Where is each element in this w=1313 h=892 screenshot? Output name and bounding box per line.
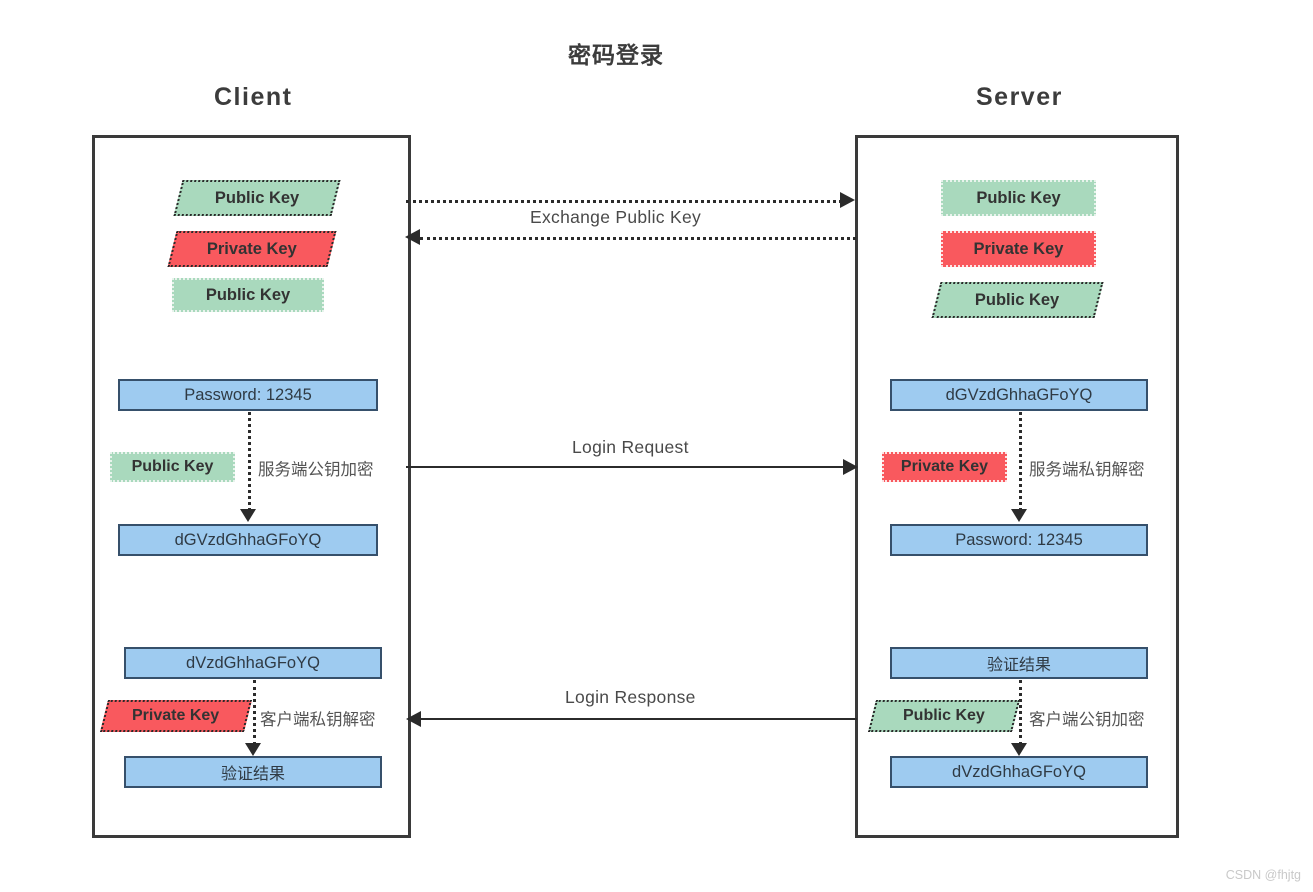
column-title-client: Client xyxy=(214,83,293,111)
server-step2-operation-label: 客户端公钥加密 xyxy=(1029,711,1145,729)
exchange-flow-label: Exchange Public Key xyxy=(530,207,702,227)
watermark: CSDN @fhjtg xyxy=(1225,868,1301,882)
server-key-public-2: Public Key xyxy=(931,282,1104,318)
server-step1-output-box: Password: 12345 xyxy=(890,524,1148,556)
login-request-label: Login Request xyxy=(572,437,689,457)
client-step2-input-box: dVzdGhhaGFoYQ xyxy=(124,647,382,679)
client-key-public-2-label: Public Key xyxy=(205,285,291,304)
server-key-private-1-label: Private Key xyxy=(973,239,1064,258)
client-step2-key-label: Private Key xyxy=(132,707,220,724)
server-key-public-1: Public Key xyxy=(941,180,1096,216)
server-step1-operation-label: 服务端私钥解密 xyxy=(1029,461,1145,479)
login-request-line xyxy=(406,466,846,468)
server-step2-connector xyxy=(1019,680,1022,745)
client-key-public-1-label: Public Key xyxy=(214,188,300,207)
page-title: 密码登录 xyxy=(568,42,664,68)
client-step1-connector xyxy=(248,412,251,511)
server-step1-key-label: Private Key xyxy=(900,458,989,475)
server-key-public-2-label: Public Key xyxy=(975,290,1060,309)
client-key-private-1-label: Private Key xyxy=(207,239,297,258)
server-key-public-1-label: Public Key xyxy=(976,188,1061,207)
client-step2-arrowhead xyxy=(245,743,261,756)
server-step2-key-label: Public Key xyxy=(903,707,985,724)
server-step2-input-box: 验证结果 xyxy=(890,647,1148,679)
login-response-label: Login Response xyxy=(565,687,696,707)
server-step1-arrowhead xyxy=(1011,509,1027,522)
client-step1-input-box: Password: 12345 xyxy=(118,379,378,411)
client-step1-operation-label: 服务端公钥加密 xyxy=(258,461,374,479)
server-step1-key-chip: Private Key xyxy=(882,452,1007,482)
server-step2-arrowhead xyxy=(1011,743,1027,756)
client-step1-output-box: dGVzdGhhaGFoYQ xyxy=(118,524,378,556)
client-step1-arrowhead xyxy=(240,509,256,522)
exchange-arrow-left-head xyxy=(405,229,420,245)
server-step1-connector xyxy=(1019,412,1022,511)
client-key-public-1: Public Key xyxy=(173,180,341,216)
exchange-arrow-left-line xyxy=(420,237,856,240)
login-request-arrowhead xyxy=(843,459,858,475)
server-step2-output-box: dVzdGhhaGFoYQ xyxy=(890,756,1148,788)
column-title-server: Server xyxy=(976,83,1063,111)
client-step2-output-box: 验证结果 xyxy=(124,756,382,788)
client-step1-key-chip: Public Key xyxy=(110,452,235,482)
client-step2-operation-label: 客户端私钥解密 xyxy=(260,711,376,729)
login-response-arrowhead xyxy=(406,711,421,727)
server-key-private-1: Private Key xyxy=(941,231,1096,267)
server-step1-input-box: dGVzdGhhaGFoYQ xyxy=(890,379,1148,411)
exchange-arrow-right-line xyxy=(406,200,842,203)
client-step1-key-label: Public Key xyxy=(131,458,214,475)
client-key-public-2: Public Key xyxy=(172,278,324,312)
server-step2-key-chip: Public Key xyxy=(868,700,1020,732)
client-step2-connector xyxy=(253,680,256,745)
client-key-private-1: Private Key xyxy=(167,231,337,267)
login-response-line xyxy=(420,718,857,720)
exchange-arrow-right-head xyxy=(840,192,855,208)
client-step2-key-chip: Private Key xyxy=(100,700,252,732)
